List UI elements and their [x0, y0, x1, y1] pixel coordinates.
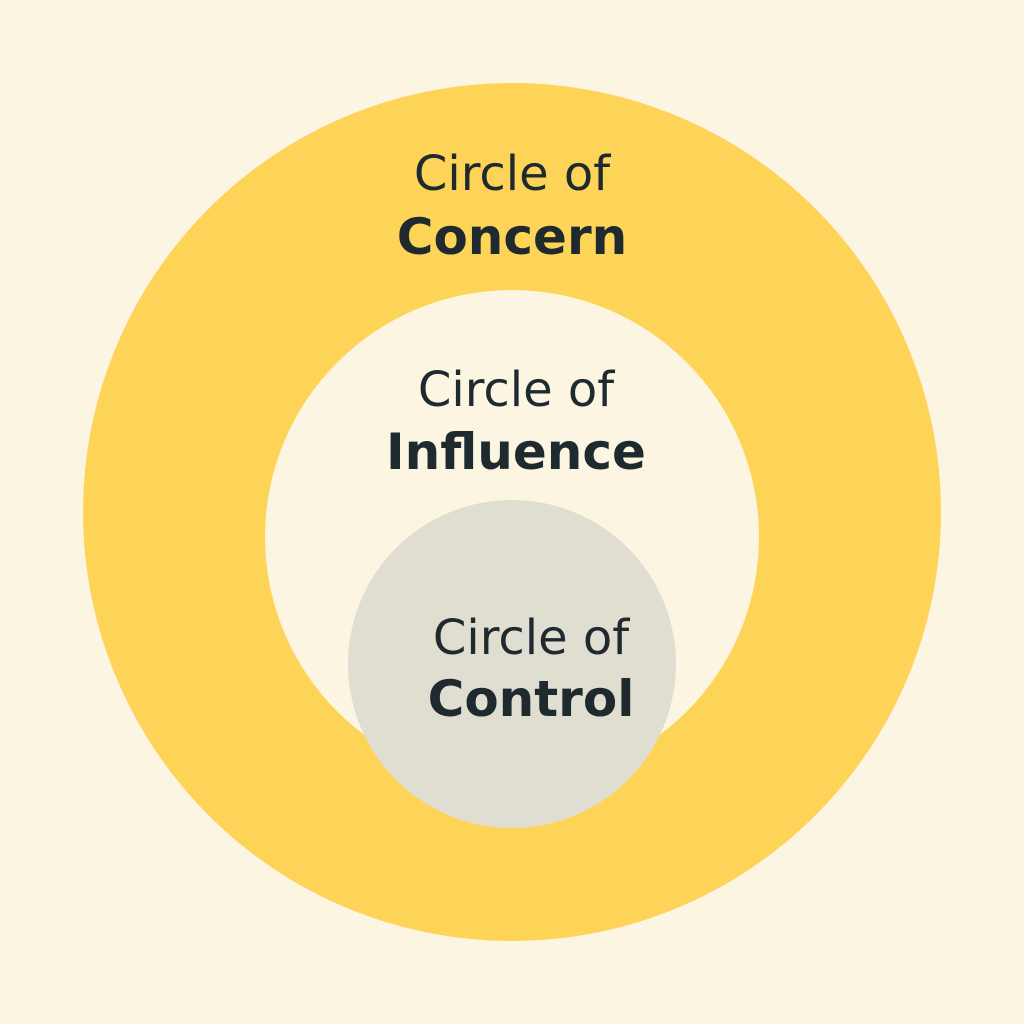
control-label-line2: Control [428, 670, 635, 728]
concern-label-line2: Concern [397, 208, 627, 266]
circle-of-control [348, 500, 676, 828]
influence-label-line1: Circle of [418, 362, 615, 418]
concern-label-line1: Circle of [414, 146, 611, 202]
influence-label-line2: Influence [386, 423, 646, 481]
control-label-line1: Circle of [433, 610, 630, 666]
